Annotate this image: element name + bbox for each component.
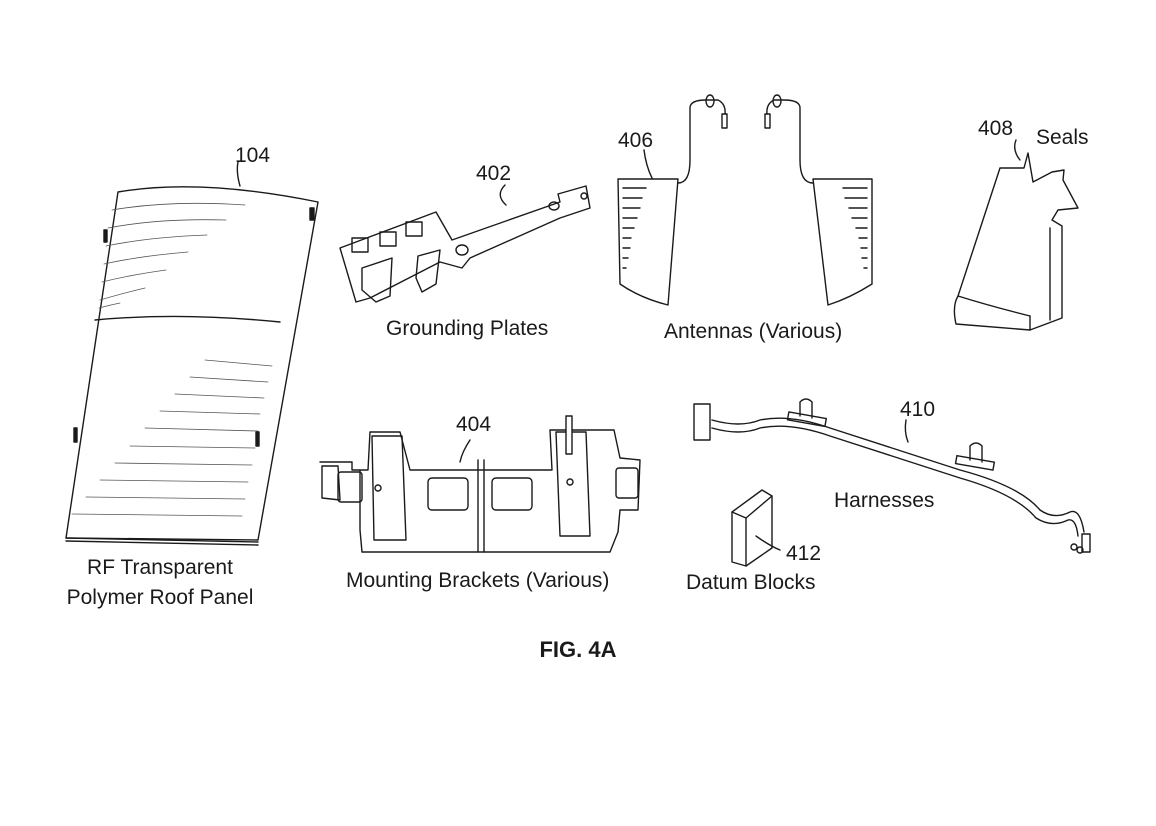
mounting-brackets-drawing [319,415,641,553]
ref-numeral-408: 408 [978,117,1014,140]
datum-blocks-drawing [731,489,781,567]
harnesses-drawing [693,398,1091,554]
label-antennas: Antennas (Various) [664,320,843,343]
label-datum-blocks: Datum Blocks [686,571,816,594]
label-mounting-brackets: Mounting Brackets (Various) [346,569,610,592]
label-harnesses: Harnesses [834,489,935,512]
label-roof-panel-line2: Polymer Roof Panel [66,586,254,609]
ref-numeral-404: 404 [456,413,492,436]
label-seals: Seals [1036,126,1089,149]
ref-numeral-410: 410 [900,398,936,421]
label-grounding-plates: Grounding Plates [386,317,549,340]
grounding-plates-drawing [339,184,591,303]
ref-numeral-412: 412 [786,542,822,565]
label-roof-panel-line1: RF Transparent [87,556,233,579]
ref-numeral-406: 406 [618,129,654,152]
roof-panel-drawing [65,161,319,546]
ref-numeral-104: 104 [235,144,271,167]
ref-numeral-402: 402 [476,162,512,185]
figure-title: FIG. 4A [539,637,617,662]
seals-drawing [953,139,1079,331]
antennas-drawing [617,94,873,306]
